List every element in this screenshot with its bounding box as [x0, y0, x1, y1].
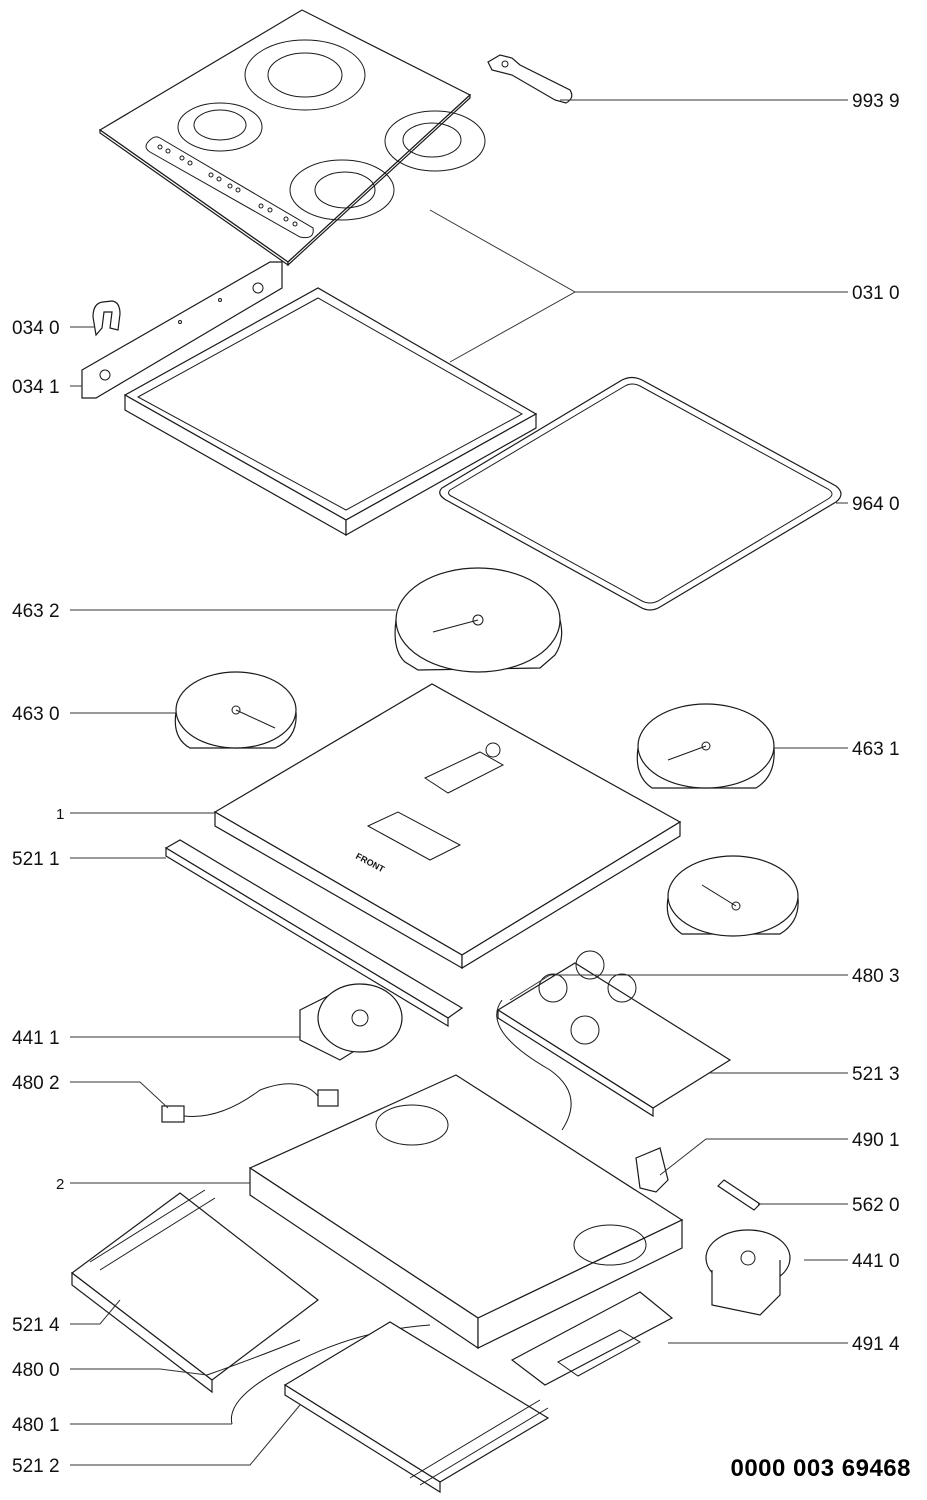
- leader-521-2: [70, 1404, 301, 1466]
- leader-480-2: [70, 1081, 169, 1109]
- callout-1: 1: [56, 806, 64, 823]
- power-board-part: [496, 950, 732, 1118]
- callout-521-2: 521 2: [12, 1456, 60, 1477]
- leader-480-3: [509, 974, 848, 1001]
- callout-490-1: 490 1: [852, 1130, 900, 1151]
- callout-034-1: 034 1: [12, 377, 60, 398]
- callout-993-9: 993 9: [852, 91, 900, 112]
- wiring-480-0-part: [206, 1339, 301, 1376]
- wiring-480-2-part: [161, 1083, 339, 1123]
- induction-coil-rear-part: [666, 855, 799, 937]
- callout-441-0: 441 0: [852, 1251, 900, 1272]
- coil-support-plate-part: FRONT: [213, 683, 682, 970]
- callout-2: 2: [56, 1176, 64, 1193]
- callout-480-2: 480 2: [12, 1073, 60, 1094]
- leader-480-0: [70, 1368, 208, 1376]
- callout-521-1: 521 1: [12, 849, 60, 870]
- callout-034-0: 034 0: [12, 318, 60, 339]
- callout-441-1: 441 1: [12, 1028, 60, 1049]
- callout-964-0: 964 0: [852, 494, 900, 515]
- callout-521-4: 521 4: [12, 1315, 60, 1336]
- leader-490-1: [659, 1138, 848, 1176]
- callout-562-0: 562 0: [852, 1195, 900, 1216]
- touch-controls: [157, 144, 298, 227]
- callout-463-1: 463 1: [852, 739, 900, 760]
- frame-part: [123, 287, 538, 537]
- wiring-480-3-part: [496, 999, 572, 1131]
- filter-board-part: [510, 1291, 674, 1386]
- bottom-housing-part: [248, 1074, 684, 1350]
- power-module-right-part: [283, 1321, 550, 1494]
- callout-031-0: 031 0: [852, 283, 900, 304]
- callout-463-2: 463 2: [12, 601, 60, 622]
- drawing-number: 0000 003 69468: [730, 1455, 911, 1482]
- induction-coil-large-part: [394, 567, 563, 673]
- leader-031-0: [429, 209, 848, 363]
- fan-right-part: [705, 1229, 791, 1316]
- callout-491-4: 491 4: [852, 1334, 900, 1355]
- callout-480-1: 480 1: [12, 1415, 60, 1436]
- induction-coil-right-part: [636, 703, 775, 789]
- glass-ceramic-top: [98, 9, 486, 267]
- fuse-part: [717, 1179, 761, 1211]
- callout-480-0: 480 0: [12, 1360, 60, 1381]
- spacer-bracket-part: [487, 54, 573, 104]
- leader-521-4: [70, 1299, 121, 1325]
- holder-part: [635, 1147, 669, 1193]
- fixing-bracket-part: [81, 261, 283, 399]
- callout-521-3: 521 3: [852, 1064, 900, 1085]
- power-module-left-part: [71, 1189, 319, 1394]
- callout-480-3: 480 3: [852, 966, 900, 987]
- leader-lines: [70, 99, 848, 1466]
- control-board-part: [164, 839, 464, 1028]
- callout-463-0: 463 0: [12, 704, 60, 725]
- clip-part: [92, 300, 121, 337]
- callout-labels: 993 9 031 0 034 0 034 1 964 0 463 2 463 …: [12, 91, 900, 1477]
- gasket-part: [439, 376, 842, 611]
- induction-coil-left-part: [174, 671, 297, 749]
- fan-left-part: [299, 983, 403, 1061]
